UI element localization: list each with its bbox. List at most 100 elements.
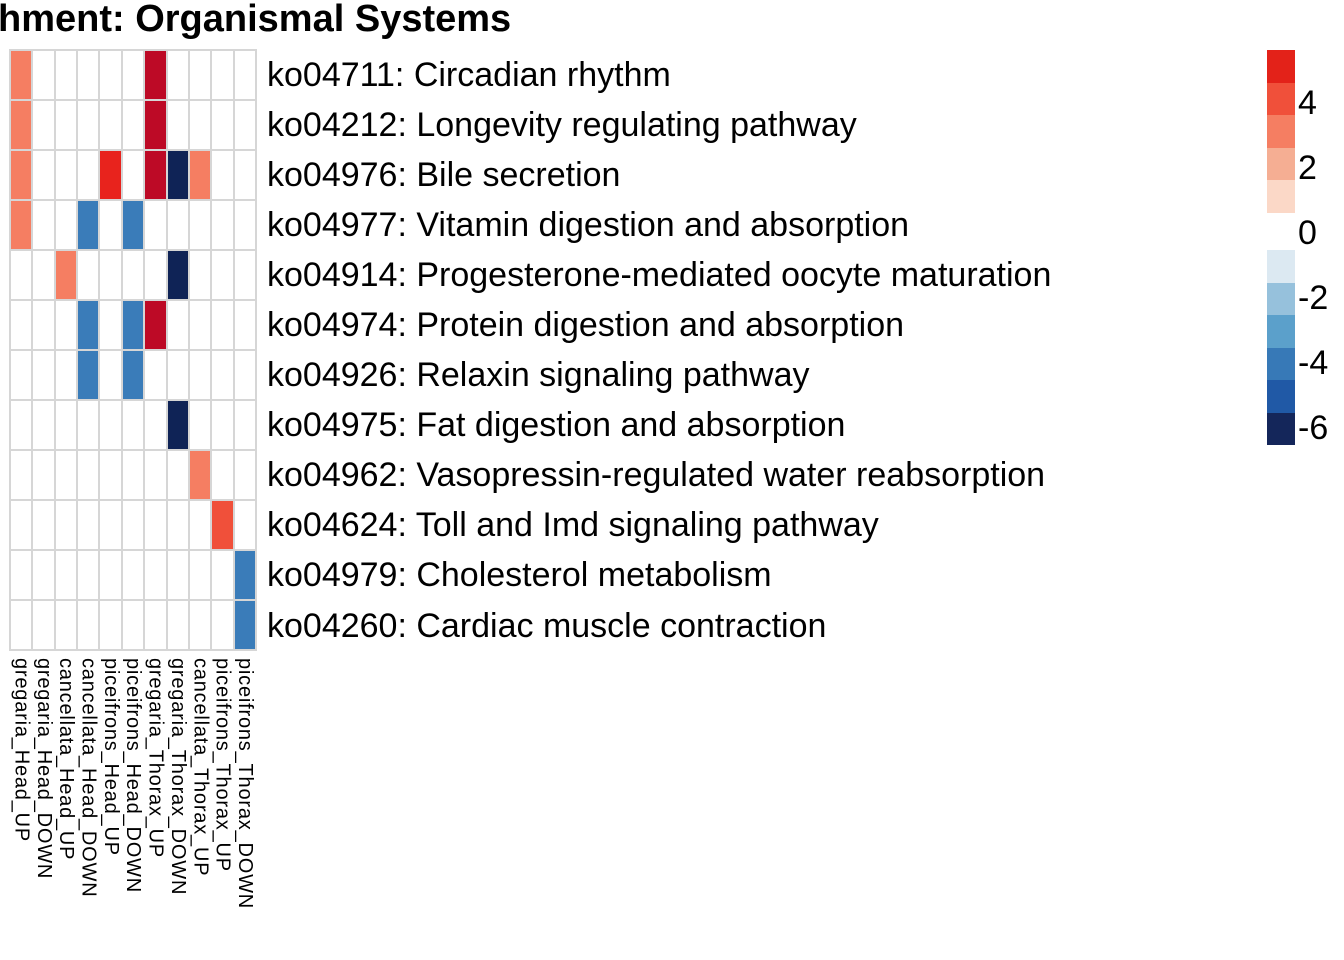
- heatmap-cell: [122, 251, 144, 299]
- row-label: ko04260: Cardiac muscle contraction: [267, 606, 827, 645]
- heatmap-cell: [167, 401, 188, 449]
- row-label: ko04624: Toll and Imd signaling pathway: [267, 506, 879, 545]
- heatmap-cell: [33, 551, 54, 599]
- heatmap-cell: [78, 51, 99, 99]
- heatmap-cell: [100, 401, 121, 449]
- heatmap-cell: [100, 501, 121, 549]
- legend-tick-label: 0: [1298, 214, 1317, 252]
- heatmap-cell: [78, 301, 99, 349]
- heatmap-cell: [189, 351, 211, 399]
- legend-blocks: [1267, 50, 1295, 445]
- heatmap-cell: [189, 201, 211, 249]
- heatmap-cell: [122, 601, 144, 649]
- heatmap-grid: [9, 49, 257, 651]
- heatmap-cell: [55, 301, 77, 349]
- heatmap-cell: [78, 251, 99, 299]
- heatmap-cell: [189, 601, 211, 649]
- col-label: piceifrons_Head_DOWN: [122, 658, 145, 893]
- heatmap-cell: [234, 251, 255, 299]
- row-label: ko04974: Protein digestion and absorptio…: [267, 306, 905, 345]
- heatmap-cell: [11, 451, 32, 499]
- col-label: piceifrons_Thorax_DOWN: [233, 658, 256, 910]
- heatmap-cell: [11, 251, 32, 299]
- heatmap-cell: [78, 401, 99, 449]
- heatmap-cell: [78, 201, 99, 249]
- heatmap-cell: [11, 101, 32, 149]
- heatmap-cell: [212, 251, 233, 299]
- heatmap-cell: [55, 51, 77, 99]
- col-label: gregaria_Head_UP: [10, 658, 33, 843]
- heatmap-cell: [145, 401, 166, 449]
- heatmap-cell: [234, 351, 255, 399]
- heatmap-cell: [100, 601, 121, 649]
- row-label: ko04926: Relaxin signaling pathway: [267, 356, 810, 395]
- heatmap-cell: [212, 101, 233, 149]
- heatmap-cell: [234, 451, 255, 499]
- legend-color-block: [1267, 315, 1295, 348]
- heatmap-cell: [212, 501, 233, 549]
- heatmap-cell: [122, 401, 144, 449]
- heatmap-cell: [145, 551, 166, 599]
- heatmap-cell: [11, 601, 32, 649]
- row-label: ko04979: Cholesterol metabolism: [267, 556, 772, 595]
- heatmap-cell: [33, 251, 54, 299]
- heatmap-cell: [189, 301, 211, 349]
- heatmap-cell: [78, 351, 99, 399]
- heatmap-cell: [167, 501, 188, 549]
- heatmap-cell: [11, 301, 32, 349]
- heatmap-cell: [55, 501, 77, 549]
- heatmap-cell: [167, 101, 188, 149]
- heatmap-cell: [11, 401, 32, 449]
- heatmap-cell: [33, 151, 54, 199]
- heatmap-cell: [78, 501, 99, 549]
- heatmap-cell: [189, 151, 211, 199]
- heatmap-cell: [100, 101, 121, 149]
- heatmap-cell: [145, 251, 166, 299]
- heatmap-cell: [100, 551, 121, 599]
- heatmap-cell: [33, 51, 54, 99]
- heatmap-cell: [145, 351, 166, 399]
- heatmap-cell: [234, 401, 255, 449]
- heatmap-cell: [234, 51, 255, 99]
- heatmap-cell: [33, 201, 54, 249]
- col-label: cancellata_Head_DOWN: [77, 658, 100, 898]
- heatmap-cell: [100, 351, 121, 399]
- legend-color-block: [1267, 282, 1295, 315]
- col-label: piceifrons_Thorax_UP: [211, 658, 234, 872]
- heatmap-cell: [55, 401, 77, 449]
- heatmap-cell: [212, 201, 233, 249]
- heatmap-cell: [122, 51, 144, 99]
- legend-color-block: [1267, 250, 1295, 283]
- col-label: gregaria_Thorax_DOWN: [166, 658, 189, 896]
- row-label: ko04962: Vasopressin-regulated water rea…: [267, 456, 1046, 495]
- heatmap-cell: [167, 301, 188, 349]
- heatmap-cell: [145, 601, 166, 649]
- heatmap-cell: [55, 101, 77, 149]
- col-label: cancellata_Thorax_UP: [189, 658, 212, 877]
- heatmap-cell: [234, 201, 255, 249]
- heatmap-cell: [122, 351, 144, 399]
- heatmap-cell: [100, 451, 121, 499]
- heatmap-cell: [55, 351, 77, 399]
- heatmap-cell: [100, 301, 121, 349]
- heatmap-cell: [212, 601, 233, 649]
- heatmap-cell: [11, 51, 32, 99]
- heatmap-cell: [11, 501, 32, 549]
- heatmap-cell: [122, 501, 144, 549]
- legend-tick-label: -6: [1298, 409, 1329, 447]
- heatmap-cell: [78, 101, 99, 149]
- heatmap-cell: [212, 351, 233, 399]
- heatmap-cell: [167, 251, 188, 299]
- col-label: piceifrons_Head_UP: [99, 658, 122, 856]
- row-label: ko04711: Circadian rhythm: [267, 55, 671, 94]
- heatmap-cell: [33, 501, 54, 549]
- heatmap-cell: [212, 151, 233, 199]
- heatmap-cell: [11, 201, 32, 249]
- heatmap-cell: [55, 601, 77, 649]
- legend-color-block: [1267, 50, 1295, 83]
- heatmap-cell: [100, 201, 121, 249]
- heatmap-cell: [145, 151, 166, 199]
- heatmap-cell: [145, 501, 166, 549]
- heatmap-cell: [189, 451, 211, 499]
